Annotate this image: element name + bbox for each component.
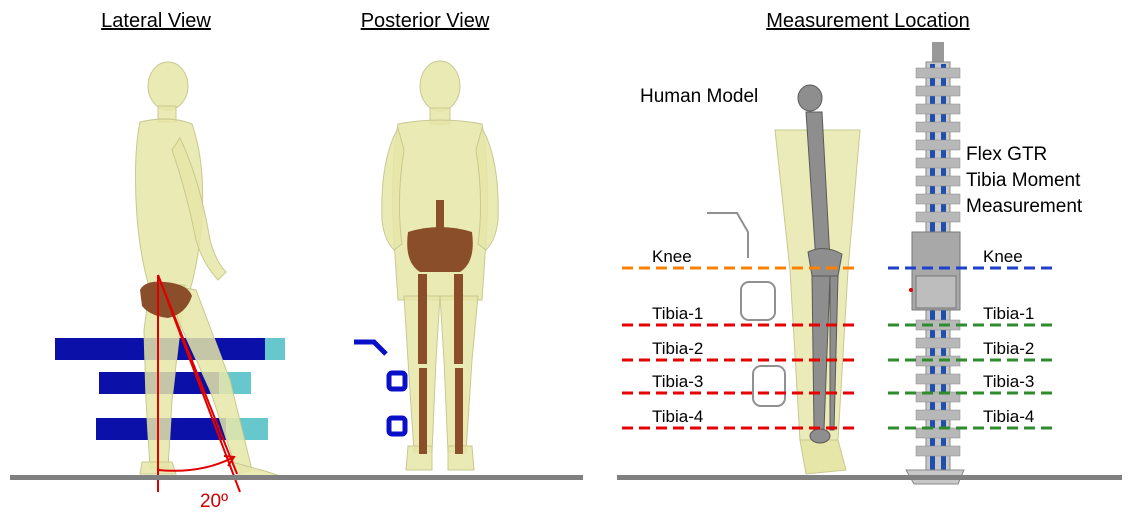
lateral-view-title: Lateral View: [101, 10, 211, 32]
right-label-tibia-1: Tibia-1: [983, 304, 1034, 323]
left-label-tibia-1: Tibia-1: [652, 304, 703, 323]
flex-label-line-3: Measurement: [966, 196, 1083, 217]
right-label-tibia-2: Tibia-2: [983, 339, 1034, 358]
callout-box-lower: [753, 366, 785, 406]
human-model-leg: [775, 85, 860, 474]
knee-joint: [808, 248, 842, 276]
lateral-head: [148, 62, 188, 110]
ground-line-right: [617, 475, 1122, 480]
left-label-knee: Knee: [652, 247, 692, 266]
flex-knee-marker: [909, 288, 913, 292]
human-model-leader-line: [707, 213, 748, 258]
posterior-head: [420, 61, 460, 111]
callout-box-upper: [741, 282, 775, 320]
right-label-tibia-3: Tibia-3: [983, 372, 1034, 391]
femur-right: [454, 274, 463, 364]
flex-label-line-2: Tibia Moment: [966, 170, 1081, 191]
right-label-tibia-4: Tibia-4: [983, 407, 1034, 426]
left-label-tibia-4: Tibia-4: [652, 407, 703, 426]
flex-gtr-leg: [906, 42, 964, 484]
human-model-label: Human Model: [640, 86, 758, 107]
impactor-tip-top: [265, 338, 285, 360]
callouts: [707, 213, 785, 406]
flex-knee-lower: [916, 276, 956, 308]
posterior-view-panel: [354, 61, 498, 470]
tibia-left: [419, 368, 427, 454]
measurement-panel: Human Model Flex GTR Tibia Moment Measur…: [622, 42, 1083, 484]
femur-left: [418, 274, 427, 364]
posterior-pelvis: [407, 227, 473, 272]
tibia-right: [455, 368, 463, 454]
impactor-block-middle: [389, 373, 405, 389]
impactor-block-bottom: [389, 418, 405, 434]
angle-label: 20º: [200, 491, 228, 512]
lateral-view-panel: 20º: [55, 62, 286, 512]
right-label-knee: Knee: [983, 247, 1023, 266]
flex-label-line-1: Flex GTR: [966, 144, 1047, 165]
flex-top-connector: [932, 42, 944, 62]
ground-line-left: [10, 475, 583, 480]
ankle-bone: [810, 429, 830, 443]
femur-head: [798, 85, 822, 111]
human-model-foot: [800, 440, 846, 474]
posterior-impactor: [354, 342, 405, 434]
left-label-tibia-3: Tibia-3: [652, 372, 703, 391]
measurement-location-title: Measurement Location: [766, 10, 969, 32]
left-label-tibia-2: Tibia-2: [652, 339, 703, 358]
impactor-edge-top: [354, 342, 386, 354]
posterior-view-title: Posterior View: [361, 10, 490, 32]
